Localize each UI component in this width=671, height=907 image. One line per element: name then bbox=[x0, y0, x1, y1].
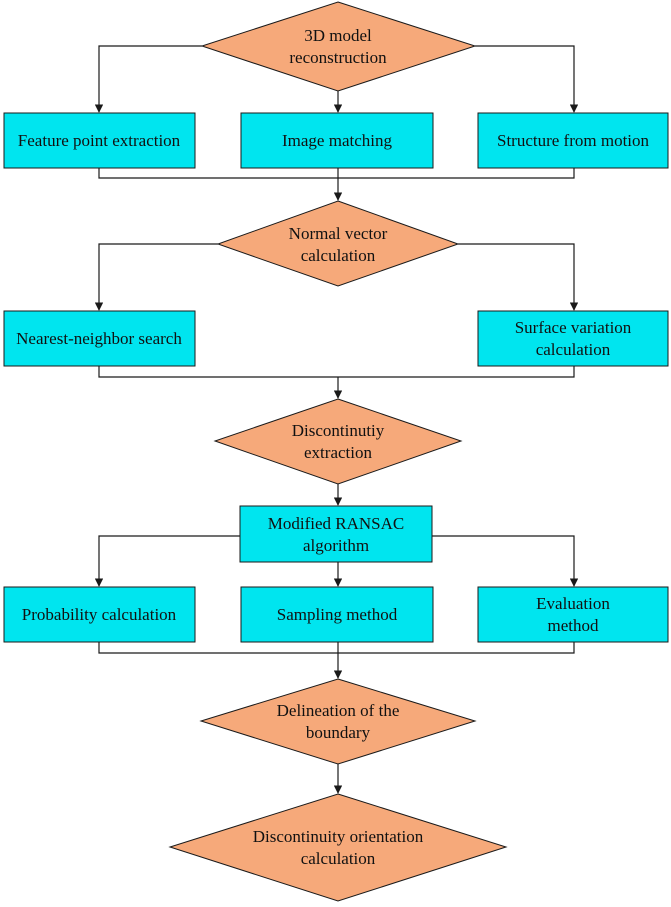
nn-search-label: Nearest-neighbor search bbox=[16, 329, 182, 348]
decision-orientation: Discontinuity orientation calculation bbox=[168, 793, 508, 902]
image-matching-line-1: Image matching bbox=[282, 131, 392, 150]
box-probability: Probability calculation bbox=[3, 586, 196, 643]
decision-reconstruction: 3D model reconstruction bbox=[200, 1, 477, 92]
evaluation-label: Evaluation method bbox=[536, 594, 610, 635]
sampling-label: Sampling method bbox=[277, 605, 398, 624]
discontinuity-extraction-line-1: Discontinutiy bbox=[292, 421, 385, 440]
image-matching-label: Image matching bbox=[282, 131, 392, 150]
discontinuity-extraction-line-2: extraction bbox=[304, 443, 372, 462]
decision-discontinuity-extraction: Discontinutiy extraction bbox=[213, 398, 463, 485]
normal-vector-line-2: calculation bbox=[301, 246, 376, 265]
orientation-line-1: Discontinuity orientation bbox=[253, 827, 424, 846]
connector-reconstruction-to-feature bbox=[94, 45, 202, 113]
normal-vector-label: Normal vector calculation bbox=[289, 224, 388, 265]
boundary-line-1: Delineation of the bbox=[277, 701, 400, 720]
sfm-line-1: Structure from motion bbox=[497, 131, 650, 150]
connector-normal-to-nn bbox=[94, 243, 218, 311]
surface-variation-line-2: calculation bbox=[536, 340, 611, 359]
evaluation-line-2: method bbox=[548, 616, 599, 635]
feature-extraction-line-1: Feature point extraction bbox=[18, 131, 181, 150]
surface-variation-line-1: Surface variation bbox=[515, 318, 632, 337]
connector-reconstruction-to-sfm bbox=[475, 45, 579, 113]
box-evaluation: Evaluation method bbox=[477, 586, 669, 643]
decision-boundary: Delineation of the boundary bbox=[199, 678, 477, 765]
box-nn-search: Nearest-neighbor search bbox=[3, 310, 196, 367]
merge-bar-2 bbox=[98, 366, 575, 378]
connector-ransac-to-probability bbox=[94, 535, 240, 587]
box-ransac: Modified RANSAC algorithm bbox=[239, 505, 433, 563]
reconstruction-label: 3D model reconstruction bbox=[289, 26, 387, 67]
box-sfm: Structure from motion bbox=[477, 112, 669, 169]
connectors bbox=[94, 45, 579, 794]
decision-normal-vector: Normal vector calculation bbox=[216, 200, 460, 287]
box-sampling: Sampling method bbox=[240, 586, 434, 643]
merge-bar-1 bbox=[98, 168, 575, 179]
reconstruction-line-1: 3D model bbox=[304, 26, 372, 45]
boundary-line-2: boundary bbox=[306, 723, 371, 742]
orientation-line-2: calculation bbox=[301, 849, 376, 868]
ransac-line-2: algorithm bbox=[303, 536, 369, 555]
surface-variation-label: Surface variation calculation bbox=[515, 318, 632, 359]
connector-ransac-to-evaluation bbox=[432, 535, 579, 587]
box-feature-extraction: Feature point extraction bbox=[3, 112, 196, 169]
boundary-label: Delineation of the boundary bbox=[277, 701, 400, 742]
feature-extraction-label: Feature point extraction bbox=[18, 131, 181, 150]
ransac-line-1: Modified RANSAC bbox=[268, 514, 404, 533]
orientation-label: Discontinuity orientation calculation bbox=[253, 827, 424, 868]
probability-line-1: Probability calculation bbox=[22, 605, 177, 624]
probability-label: Probability calculation bbox=[22, 605, 177, 624]
sfm-label: Structure from motion bbox=[497, 131, 650, 150]
connector-normal-to-surface bbox=[458, 243, 579, 311]
merge-bar-3 bbox=[98, 642, 575, 654]
nn-search-line-1: Nearest-neighbor search bbox=[16, 329, 182, 348]
ransac-label: Modified RANSAC algorithm bbox=[268, 514, 404, 555]
discontinuity-extraction-label: Discontinutiy extraction bbox=[292, 421, 385, 462]
box-surface-variation: Surface variation calculation bbox=[477, 310, 669, 367]
box-image-matching: Image matching bbox=[240, 112, 434, 169]
sampling-line-1: Sampling method bbox=[277, 605, 398, 624]
normal-vector-line-1: Normal vector bbox=[289, 224, 388, 243]
reconstruction-line-2: reconstruction bbox=[289, 48, 387, 67]
evaluation-line-1: Evaluation bbox=[536, 594, 610, 613]
